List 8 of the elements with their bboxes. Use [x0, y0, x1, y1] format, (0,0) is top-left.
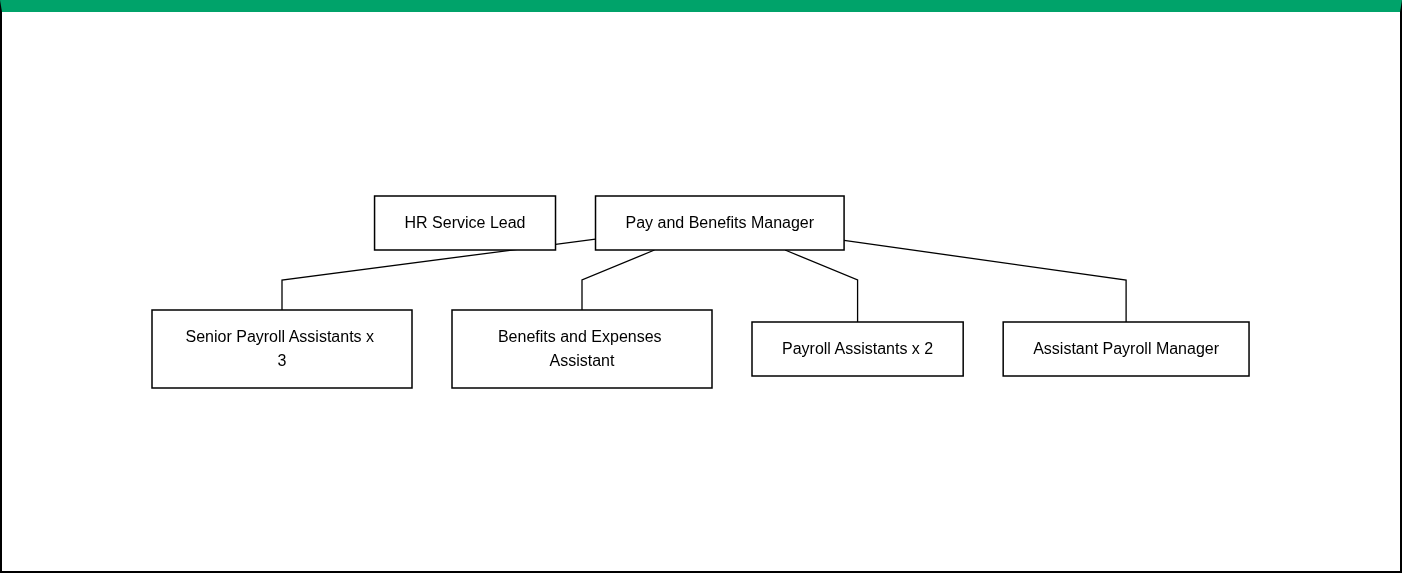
connector — [581, 248, 656, 311]
node-box: Senior Payroll Assistants x 3 — [151, 308, 414, 389]
node-box: Pay and Benefits Manager — [595, 194, 846, 251]
node-box: Benefits and Expenses Assistant — [451, 308, 714, 389]
node-box: Assistant Payroll Manager — [1002, 320, 1251, 377]
node-box: HR Service Lead — [374, 194, 557, 251]
connector — [784, 248, 859, 323]
node-box: Payroll Assistants x 2 — [751, 320, 965, 377]
